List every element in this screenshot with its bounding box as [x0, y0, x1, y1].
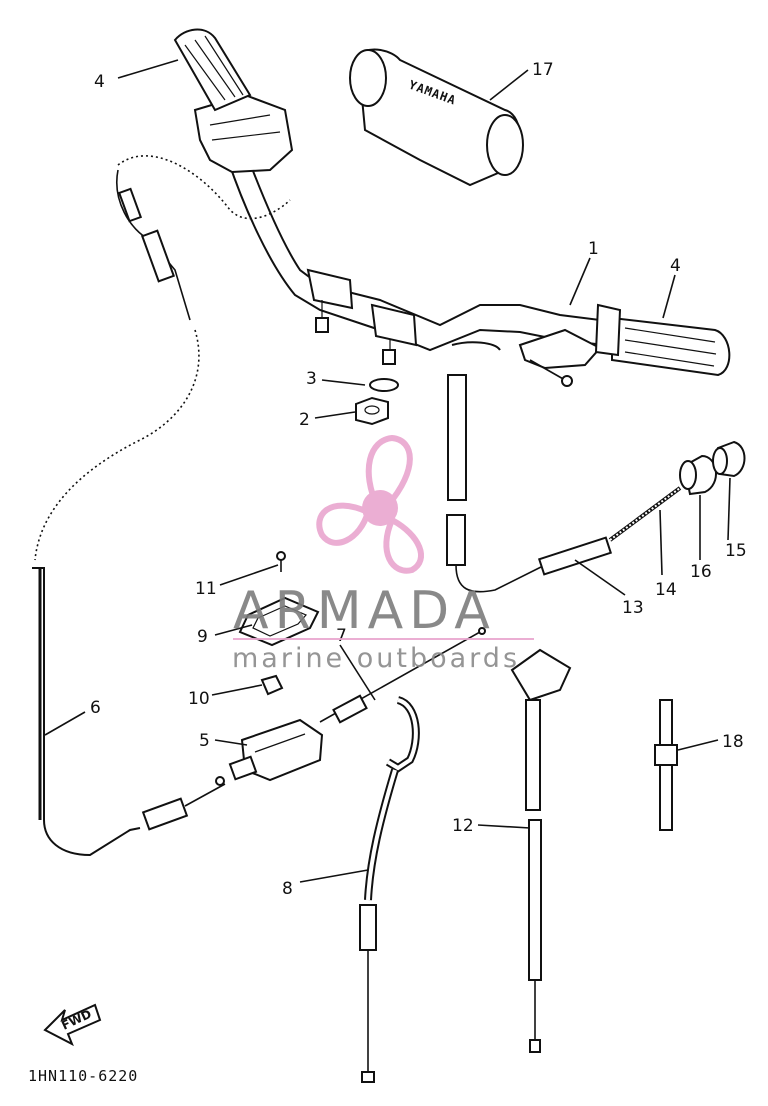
drawing-code: 1HN110-6220 — [28, 1067, 138, 1085]
strap — [654, 699, 678, 831]
fwd-arrow-icon: FWD — [43, 1003, 102, 1047]
callout-14: 14 — [655, 580, 677, 600]
grip-cover: YAMAHA — [349, 48, 524, 187]
washer — [369, 378, 399, 392]
callout-16: 16 — [690, 562, 712, 582]
housing-cover — [238, 596, 320, 647]
throttle-cable-7 — [319, 627, 486, 724]
callout-6: 6 — [90, 698, 101, 718]
callouts: 4 17 1 4 3 2 16 15 14 13 11 9 7 10 6 5 1… — [90, 60, 747, 899]
adjuster-nut — [679, 454, 717, 496]
callout-7: 7 — [336, 626, 347, 646]
cable-8 — [359, 696, 420, 1083]
throttle-cable — [32, 567, 226, 857]
screw — [276, 551, 286, 572]
adjuster-cap — [712, 440, 746, 478]
callout-1: 1 — [588, 239, 599, 259]
handlebar — [193, 93, 607, 387]
nut — [355, 396, 389, 426]
callout-4-right: 4 — [670, 256, 681, 276]
leader-lines — [44, 59, 731, 883]
callout-3: 3 — [306, 369, 317, 389]
watermark: ARMADA marine outboards — [232, 434, 534, 674]
cover-gasket — [260, 674, 284, 696]
callout-11: 11 — [195, 579, 217, 599]
callout-10: 10 — [188, 689, 210, 709]
callout-5: 5 — [199, 731, 210, 751]
callout-17: 17 — [532, 60, 554, 80]
callout-12: 12 — [452, 816, 474, 836]
callout-13: 13 — [622, 598, 644, 618]
throttle-tube — [510, 648, 572, 1053]
callout-2: 2 — [299, 410, 310, 430]
grip-right — [594, 303, 731, 377]
grip-left — [173, 28, 252, 112]
watermark-subtitle: marine outboards — [232, 643, 520, 674]
callout-4-left: 4 — [94, 72, 105, 92]
throttle-cable-upper — [34, 155, 291, 561]
propeller-logo-icon — [316, 434, 425, 574]
callout-15: 15 — [725, 541, 747, 561]
clutch-cable — [446, 341, 682, 593]
callout-9: 9 — [197, 627, 208, 647]
callout-8: 8 — [282, 879, 293, 899]
throttle-housing — [228, 718, 324, 782]
watermark-title: ARMADA — [233, 581, 496, 641]
callout-18: 18 — [722, 732, 744, 752]
